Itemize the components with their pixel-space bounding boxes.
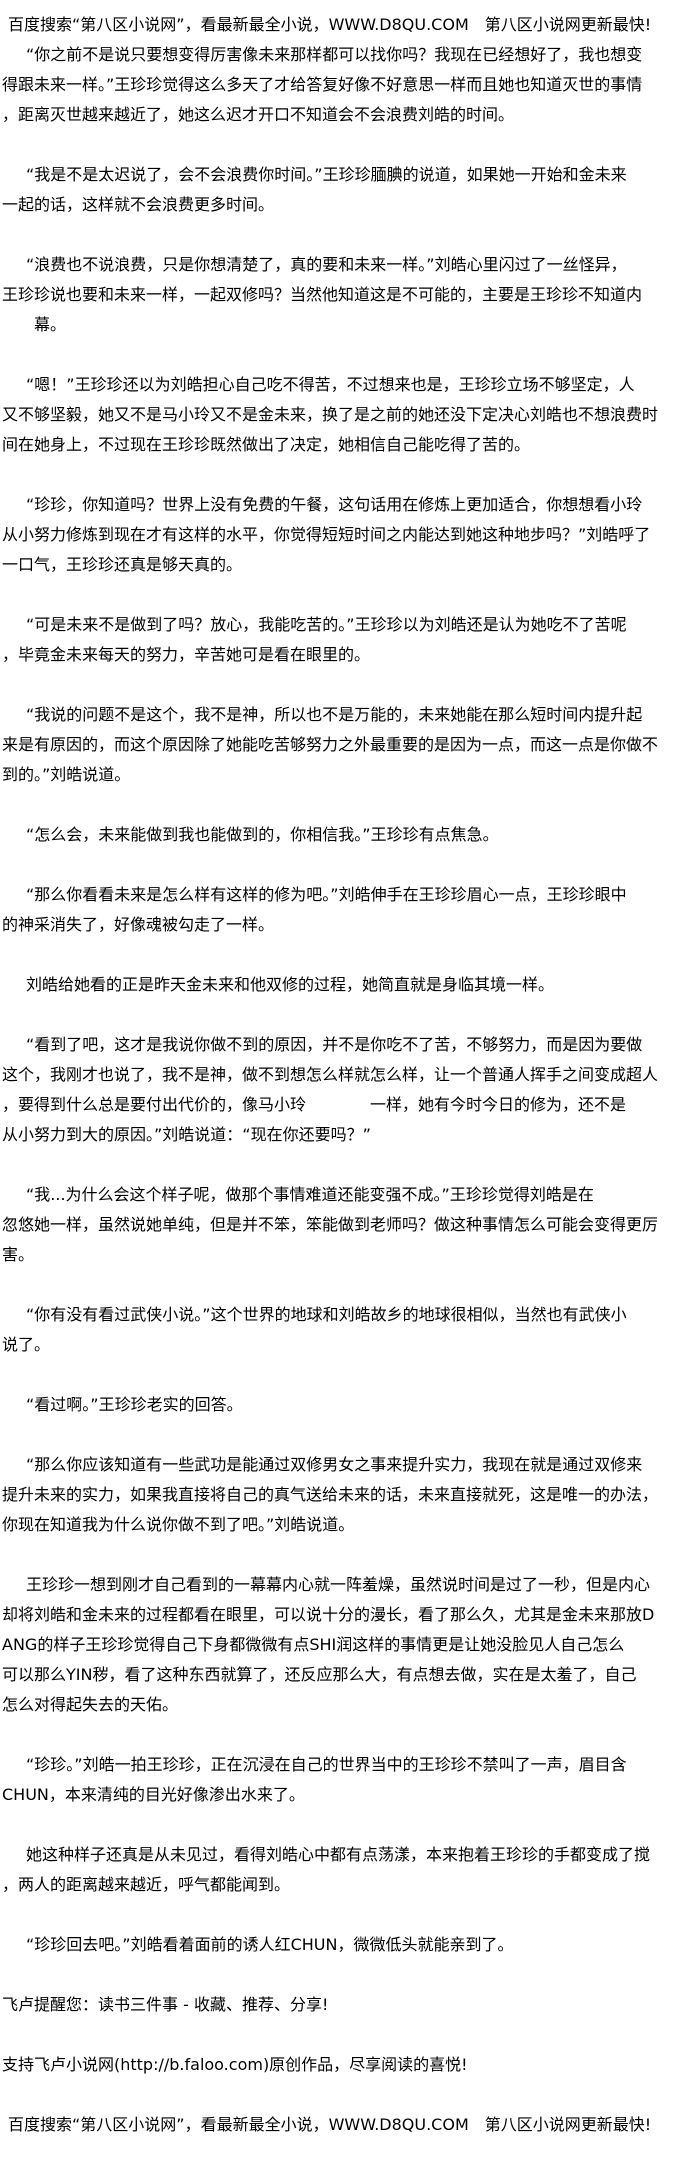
paragraph-spacer: [0, 1810, 690, 1840]
paragraph-line: “那么你看看未来是怎么样有这样的修为吧。”刘皓伸手在王珍珍眉心一点，王珍珍眼中: [26, 885, 627, 904]
paragraph-line: ，毕竟金未来每天的努力，辛苦她可是看在眼里的。: [2, 645, 371, 664]
paragraph-line: “你之前不是说只要想变得厉害像未来那样都可以找你吗？我现在已经想好了，我也想变: [26, 45, 643, 64]
paragraph-line: “嗯！”王珍珍还以为刘皓担心自己吃不得苦，不过想来也是，王珍珍立场不够坚定，人: [26, 375, 635, 394]
novel-page: 百度搜索“第八区小说网”，看最新最全小说，WWW.D8QU.COM 第八区小说网…: [0, 15, 690, 2134]
paragraph: “可是未来不是做到了吗？放心，我能吃苦的。”王珍珍以为刘皓还是认为她吃不了苦呢 ，…: [0, 610, 690, 670]
paragraph-line: 到的。”刘皓说道。: [2, 765, 131, 784]
paragraph-line: 一口气，王珍珍还真是够天真的。: [2, 555, 243, 574]
paragraph-line: 又不够坚毅，她又不是马小玲又不是金未来，换了是之前的她还没下定决心刘皓也不想浪费…: [2, 405, 659, 424]
paragraph-line: “我说的问题不是这个，我不是神，所以也不是万能的，未来她能在那么短时间内提升起: [26, 705, 643, 724]
paragraph-line: ANG的样子王珍珍觉得自己下身都微微有点SHI润这样的事情更是让她没脸见人自己怎…: [2, 1635, 625, 1654]
paragraph-spacer: [0, 220, 690, 250]
section-spacer: [0, 2080, 690, 2110]
paragraph: “你之前不是说只要想变得厉害像未来那样都可以找你吗？我现在已经想好了，我也想变得…: [0, 40, 690, 130]
paragraph-spacer: [0, 130, 690, 160]
paragraph-line: “可是未来不是做到了吗？放心，我能吃苦的。”王珍珍以为刘皓还是认为她吃不了苦呢: [26, 615, 627, 634]
chapter-body: “你之前不是说只要想变得厉害像未来那样都可以找你吗？我现在已经想好了，我也想变得…: [0, 40, 690, 1960]
paragraph: “那么你应该知道有一些武功是能通过双修男女之事来提升实力，我现在就是通过双修来提…: [0, 1450, 690, 1540]
paragraph: “珍珍回去吧。”刘皓看着面前的诱人红CHUN，微微低头就能亲到了。: [0, 1930, 690, 1960]
paragraph-line: 她这种样子还真是从未见过，看得刘皓心中都有点荡漾，本来抱着王珍珍的手都变成了搅: [26, 1845, 651, 1864]
footer-support-link[interactable]: 支持飞卢小说网(http://b.faloo.com)原创作品，尽享阅读的喜悦!: [2, 2055, 468, 2074]
paragraph: “珍珍。”刘皓一拍王珍珍，正在沉浸在自己的世界当中的王珍珍不禁叫了一声，眉目含 C…: [0, 1750, 690, 1810]
paragraph-line: “我是不是太迟说了，会不会浪费你时间。”王珍珍腼腆的说道，如果她一开始和金未来: [26, 165, 627, 184]
paragraph-spacer: [0, 460, 690, 490]
paragraph: 刘皓给她看的正是昨天金未来和他双修的过程，她简直就是身临其境一样。: [0, 970, 690, 1000]
paragraph: “我说的问题不是这个，我不是神，所以也不是万能的，未来她能在那么短时间内提升起来…: [0, 700, 690, 790]
paragraph-line: 间在她身上，不过现在王珍珍既然做出了决定，她相信自己能吃得了苦的。: [2, 435, 531, 454]
paragraph-line: 可以那么YIN秽，看了这种东西就算了，还反应那么大，有点想去做，实在是太羞了，自…: [2, 1665, 637, 1684]
paragraph: “我...为什么会这个样子呢，做那个事情难道还能变强不成。”王珍珍觉得刘皓是在忽…: [0, 1180, 690, 1270]
paragraph: “嗯！”王珍珍还以为刘皓担心自己吃不得苦，不过想来也是，王珍珍立场不够坚定，人又…: [0, 370, 690, 460]
paragraph: “浪费也不说浪费，只是你想清楚了，真的要和未来一样。”刘皓心里闪过了一丝怪异， 王…: [0, 250, 690, 340]
paragraph-line: 得跟未来一样。”王珍珍觉得这么多天了才给答复好像不好意思一样而且她也知道灭世的事…: [2, 75, 643, 94]
paragraph: 她这种样子还真是从未见过，看得刘皓心中都有点荡漾，本来抱着王珍珍的手都变成了搅 ，…: [0, 1840, 690, 1900]
paragraph-line: 王珍珍说也要和未来一样，一起双修吗？当然他知道这是不可能的，主要是王珍珍不知道内: [2, 285, 643, 304]
paragraph-spacer: [0, 1150, 690, 1180]
paragraph-line: “珍珍。”刘皓一拍王珍珍，正在沉浸在自己的世界当中的王珍珍不禁叫了一声，眉目含: [26, 1755, 627, 1774]
section-spacer: [0, 2020, 690, 2050]
paragraph-line: CHUN，本来清纯的目光好像渗出水来了。: [2, 1785, 305, 1804]
paragraph-line: 提升未来的实力，如果我直接将自己的真气送给未来的话，未来直接就死，这是唯一的办法…: [2, 1485, 659, 1504]
paragraph-line: “我...为什么会这个样子呢，做那个事情难道还能变强不成。”王珍珍觉得刘皓是在: [26, 1185, 594, 1204]
paragraph-spacer: [0, 1420, 690, 1450]
paragraph: “怎么会，未来能做到我也能做到的，你相信我。”王珍珍有点焦急。: [0, 820, 690, 850]
paragraph-line: 说了。: [2, 1335, 51, 1354]
paragraph-line: ，两人的距离越来越近，呼气都能闻到。: [2, 1875, 291, 1894]
paragraph-line: 你现在知道我为什么说你做不到了吧。”刘皓说道。: [2, 1515, 355, 1534]
paragraph-line: 怎么对得起失去的天佑。: [2, 1695, 179, 1714]
paragraph-line: ，要得到什么总是要付出代价的，像马小玲 一样，她有今时今日的修为，还不是: [2, 1095, 627, 1114]
paragraph-spacer: [0, 580, 690, 610]
paragraph: “你有没有看过武侠小说。”这个世界的地球和刘皓故乡的地球很相似，当然也有武侠小说…: [0, 1300, 690, 1360]
paragraph-line: 害。: [2, 1245, 35, 1264]
paragraph-line: ，距离灭世越来越近了，她这么迟才开口不知道会不会浪费刘皓的时间。: [2, 105, 515, 124]
paragraph-spacer: [0, 1900, 690, 1930]
paragraph-spacer: [0, 1540, 690, 1570]
paragraph-line: “看到了吧，这才是我说你做不到的原因，并不是你吃不了苦，不够努力，而是因为要做: [26, 1035, 643, 1054]
paragraph-spacer: [0, 1000, 690, 1030]
paragraph-line: “那么你应该知道有一些武功是能通过双修男女之事来提升实力，我现在就是通过双修来: [26, 1455, 643, 1474]
paragraph-line: 这个，我刚才也说了，我不是神，做不到想怎么样就怎么样，让一个普通人挥手之间变成超…: [2, 1065, 659, 1084]
paragraph-line: 刘皓给她看的正是昨天金未来和他双修的过程，她简直就是身临其境一样。: [26, 975, 555, 994]
paragraph-spacer: [0, 940, 690, 970]
paragraph-line: 王珍珍一想到刚才自己看到的一幕幕内心就一阵羞燥，虽然说时间是过了一秒，但是内心: [26, 1575, 651, 1594]
paragraph-spacer: [0, 340, 690, 370]
paragraph-spacer: [0, 1270, 690, 1300]
paragraph-spacer: [0, 850, 690, 880]
paragraph: “看到了吧，这才是我说你做不到的原因，并不是你吃不了苦，不够努力，而是因为要做这…: [0, 1030, 690, 1150]
paragraph-line: 忽悠她一样，虽然说她单纯，但是并不笨，笨能做到老师吗？做这种事情怎么可能会变得更…: [2, 1215, 659, 1234]
header-banner: 百度搜索“第八区小说网”，看最新最全小说，WWW.D8QU.COM 第八区小说网…: [8, 15, 652, 34]
paragraph-line: “浪费也不说浪费，只是你想清楚了，真的要和未来一样。”刘皓心里闪过了一丝怪异，: [26, 255, 627, 274]
paragraph-line: “怎么会，未来能做到我也能做到的，你相信我。”王珍珍有点焦急。: [26, 825, 499, 844]
paragraph: 王珍珍一想到刚才自己看到的一幕幕内心就一阵羞燥，虽然说时间是过了一秒，但是内心却…: [0, 1570, 690, 1720]
paragraph: “看过啊。”王珍珍老实的回答。: [0, 1390, 690, 1420]
paragraph-spacer: [0, 1720, 690, 1750]
paragraph-line: 从小努力到大的原因。”刘皓说道：“现在你还要吗？”: [2, 1125, 371, 1144]
paragraph: “那么你看看未来是怎么样有这样的修为吧。”刘皓伸手在王珍珍眉心一点，王珍珍眼中的…: [0, 880, 690, 940]
paragraph-line: 的神采消失了，好像魂被勾走了一样。: [2, 915, 275, 934]
paragraph-line: 来是有原因的，而这个原因除了她能吃苦够努力之外最重要的是因为一点，而这一点是你做…: [2, 735, 659, 754]
paragraph-line: 一起的话，这样就不会浪费更多时间。: [2, 195, 275, 214]
paragraph-line: 却将刘皓和金未来的过程都看在眼里，可以说十分的漫长，看了那么久，尤其是金未来那放…: [2, 1605, 655, 1624]
paragraph-spacer: [0, 790, 690, 820]
footer-reminder: 飞卢提醒您：读书三件事 - 收藏、推荐、分享!: [2, 1995, 329, 2014]
paragraph-line: 幕。: [2, 315, 67, 334]
paragraph-line: “你有没有看过武侠小说。”这个世界的地球和刘皓故乡的地球很相似，当然也有武侠小: [26, 1305, 627, 1324]
paragraph-line: 从小努力修炼到现在才有这样的水平，你觉得短短时间之内能达到她这种地步吗？”刘皓呼…: [2, 525, 651, 544]
paragraph-line: “珍珍回去吧。”刘皓看着面前的诱人红CHUN，微微低头就能亲到了。: [26, 1935, 514, 1954]
paragraph: “珍珍，你知道吗？世界上没有免费的午餐，这句话用在修炼上更加适合，你想想看小玲从…: [0, 490, 690, 580]
footer-banner: 百度搜索“第八区小说网”，看最新最全小说，WWW.D8QU.COM 第八区小说网…: [8, 2115, 652, 2134]
section-spacer: [0, 1960, 690, 1990]
paragraph-line: “看过啊。”王珍珍老实的回答。: [26, 1395, 243, 1414]
paragraph: “我是不是太迟说了，会不会浪费你时间。”王珍珍腼腆的说道，如果她一开始和金未来一…: [0, 160, 690, 220]
paragraph-spacer: [0, 670, 690, 700]
paragraph-spacer: [0, 1360, 690, 1390]
paragraph-line: “珍珍，你知道吗？世界上没有免费的午餐，这句话用在修炼上更加适合，你想想看小玲: [26, 495, 643, 514]
